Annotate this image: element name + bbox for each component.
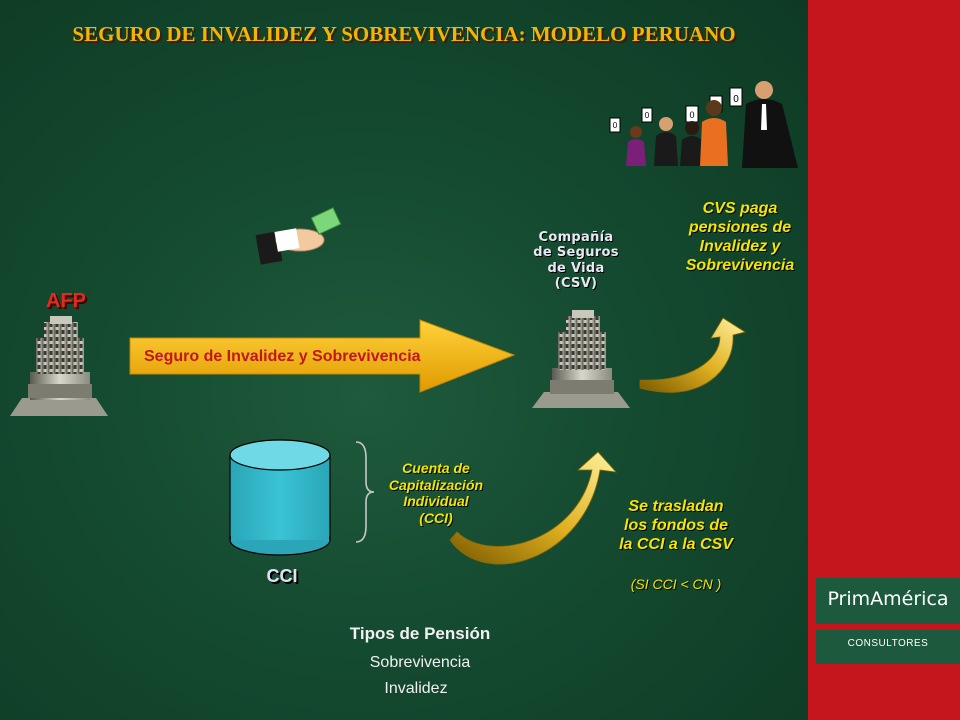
csv-label-line: (CSV) bbox=[554, 275, 598, 291]
slide-canvas: SEGURO DE INVALIDEZ Y SOBREVIVENCIA: MOD… bbox=[0, 0, 808, 720]
csv-label-line: de Seguros bbox=[533, 245, 619, 261]
cvs-note-line: Sobrevivencia bbox=[685, 256, 795, 274]
transfer-note-line: los fondos de bbox=[624, 516, 728, 534]
csv-label-line: Compañía bbox=[538, 230, 614, 245]
hand-money-icon bbox=[255, 207, 342, 265]
cci-brace bbox=[355, 441, 375, 543]
afp-building-icon bbox=[10, 316, 108, 416]
csv-label-line: de Vida bbox=[547, 260, 605, 276]
cvs-note-line: pensiones de bbox=[688, 218, 792, 236]
slide-title: SEGURO DE INVALIDEZ Y SOBREVIVENCIA: MOD… bbox=[72, 22, 736, 46]
judges-clipart-icon: 0 0 0 0 0 bbox=[609, 81, 798, 168]
transfer-note-line: la CCI a la CSV bbox=[619, 535, 733, 553]
transfer-note: Se trasladan los fondos de la CCI a la C… bbox=[596, 498, 756, 555]
pension-types-heading: Tipos de Pensión bbox=[349, 624, 491, 643]
cci-note-line: Cuenta de bbox=[402, 460, 470, 476]
pension-curve-arrow bbox=[639, 317, 747, 393]
judge-card-5: 0 bbox=[733, 94, 739, 105]
cvs-note-line: CVS paga bbox=[702, 200, 778, 217]
afp-label: AFP bbox=[46, 290, 86, 312]
transfer-condition: (SI CCI < CN ) bbox=[630, 576, 722, 592]
brand-divider bbox=[816, 624, 960, 630]
judge-card-1: 0 bbox=[613, 121, 618, 130]
cvs-note-line: Invalidez y bbox=[699, 237, 781, 255]
arrow-label: Seguro de Invalidez y Sobrevivencia bbox=[144, 348, 421, 365]
judge-card-2: 0 bbox=[645, 111, 650, 120]
insurance-arrow bbox=[129, 319, 516, 393]
cci-note-line: Capitalización bbox=[388, 476, 484, 493]
cci-label: CCI bbox=[266, 566, 298, 586]
cci-note-line: (CCI) bbox=[419, 509, 453, 526]
csv-building-icon bbox=[532, 310, 630, 408]
cvs-pays-note: CVS paga pensiones de Invalidez y Sobrev… bbox=[662, 200, 808, 276]
judge-card-3: 0 bbox=[689, 110, 694, 120]
brand-logo: PrimAmérica CONSULTORES bbox=[816, 578, 960, 664]
transfer-curve-arrow bbox=[449, 451, 618, 565]
brand-name: PrimAmérica bbox=[827, 588, 949, 610]
transfer-note-line: Se trasladan bbox=[628, 498, 724, 515]
pension-type-item: Invalidez bbox=[384, 680, 448, 697]
cci-note: Cuenta de Capitalización Individual (CCI… bbox=[368, 460, 504, 526]
pension-type-item: Sobrevivencia bbox=[369, 654, 471, 671]
cci-note-line: Individual bbox=[403, 493, 469, 510]
diagram-graphics: 0 0 0 0 0 bbox=[10, 81, 798, 565]
csv-label: Compañía de Seguros de Vida (CSV) bbox=[514, 230, 638, 291]
brand-subtitle: CONSULTORES bbox=[847, 638, 929, 649]
cci-cylinder-icon bbox=[229, 439, 331, 556]
